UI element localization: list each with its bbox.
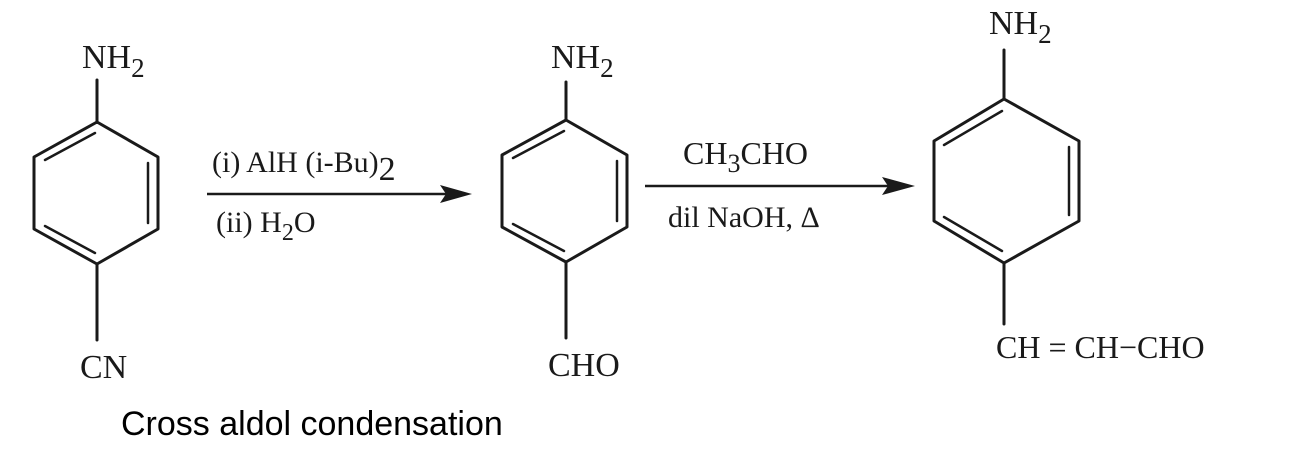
ring-double-bond bbox=[511, 222, 566, 253]
side-chain-label: CH = CH−CHO bbox=[996, 329, 1205, 365]
amino-group-label: NH2 bbox=[82, 39, 145, 83]
scheme-caption: Cross aldol condensation bbox=[121, 405, 503, 443]
ring-double-bond bbox=[43, 224, 97, 255]
reagent-base-label: dil NaOH, Δ bbox=[668, 201, 820, 234]
benzene-ring bbox=[500, 118, 629, 264]
benzene-ring bbox=[32, 120, 160, 266]
ring-double-bond bbox=[942, 109, 1004, 147]
aldehyde-group-label: CHO bbox=[548, 347, 620, 384]
arrowhead bbox=[882, 177, 915, 195]
reaction-arrow-1: (i) AlH (i-Bu)2 (ii) H2O bbox=[207, 146, 472, 246]
reaction-arrow-2: CH3CHO dil NaOH, Δ bbox=[645, 135, 915, 234]
ring-double-bond bbox=[43, 131, 97, 162]
benzene-ring bbox=[932, 97, 1081, 265]
ring-double-bond bbox=[511, 129, 566, 160]
molecule-4-aminocinnamaldehyde: NH2 CH = CH−CHO bbox=[932, 5, 1205, 365]
arrowhead bbox=[440, 185, 472, 203]
ring-double-bond bbox=[942, 215, 1004, 253]
nitrile-group-label: CN bbox=[80, 349, 127, 386]
amino-group-label: NH2 bbox=[989, 5, 1052, 49]
reagent-dibal-label: (i) AlH (i-Bu)2 bbox=[212, 146, 396, 188]
amino-group-label: NH2 bbox=[551, 39, 614, 83]
reagent-water-label: (ii) H2O bbox=[216, 206, 316, 246]
molecule-4-aminobenzonitrile: NH2 CN bbox=[32, 39, 160, 386]
molecule-4-aminobenzaldehyde: NH2 CHO bbox=[500, 39, 629, 384]
reagent-acetaldehyde-label: CH3CHO bbox=[683, 135, 808, 178]
